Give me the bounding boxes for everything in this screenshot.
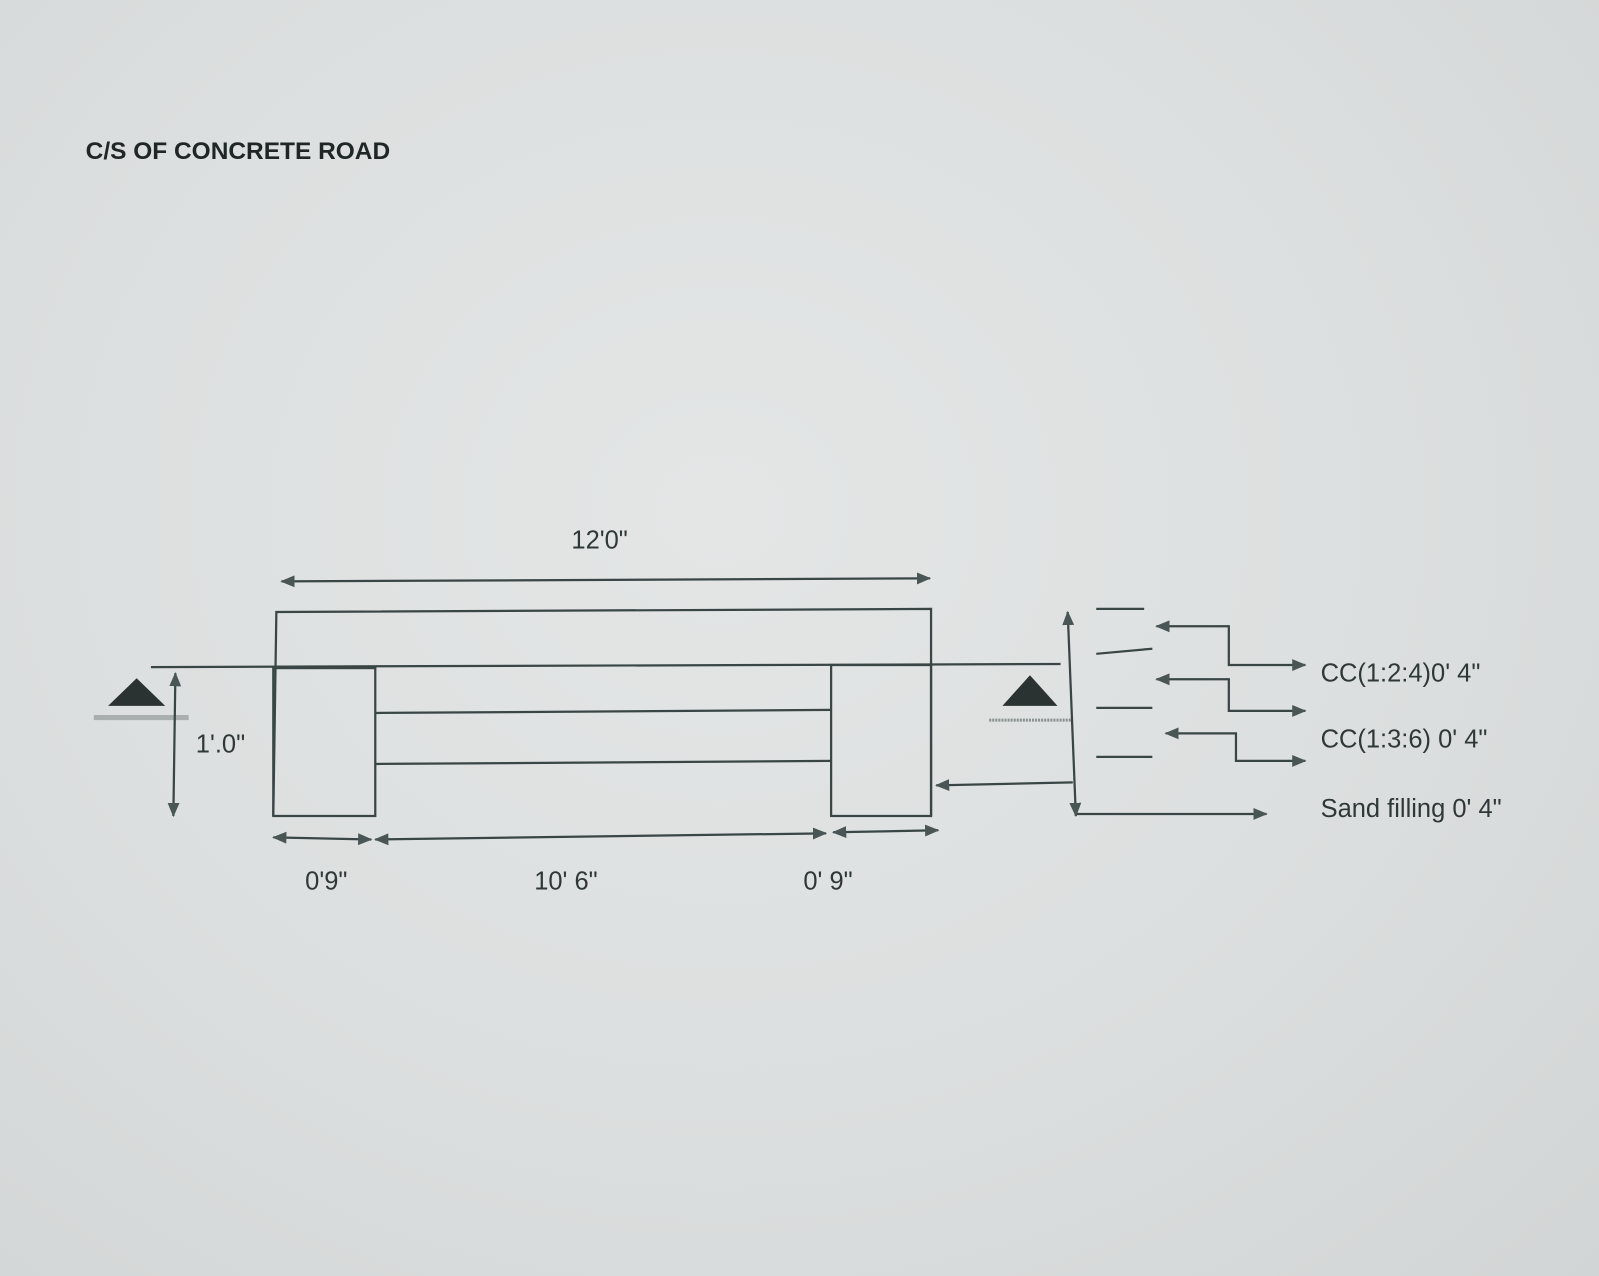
layer-line-1 [375, 708, 832, 715]
right-edge-label: 0' 9" [803, 867, 852, 895]
left-level-base [93, 715, 189, 721]
carriageway-dimension-arrow [374, 827, 828, 846]
layer-label-cc-136: CC(1:3:6) 0' 4" [1321, 726, 1488, 754]
depth-dimension-arrow [167, 671, 182, 818]
overall-width-dimension-arrow [280, 572, 932, 588]
carriageway-label: 10' 6" [534, 867, 598, 895]
left-edge-block [272, 666, 377, 818]
drawing-title: C/S OF CONCRETE ROAD [86, 138, 390, 165]
overall-width-label: 12'0" [571, 527, 627, 555]
layer-3-leader-arrow [1164, 727, 1307, 767]
layer-label-sand-filling: Sand filling 0' 4" [1321, 795, 1502, 823]
layer-2-leader-arrow [1155, 673, 1307, 717]
depth-label: 1'.0" [196, 731, 245, 759]
left-edge-label: 0'9" [305, 867, 347, 895]
right-edge-dimension-arrow [831, 824, 940, 839]
layer-label-cc-124: CC(1:2:4)0' 4" [1321, 659, 1481, 687]
section-tick-2 [1096, 647, 1153, 655]
layer-section-vertical-arrow [1062, 610, 1082, 818]
edge-pointer-arrow [934, 779, 1073, 792]
left-level-triangle-icon [108, 678, 166, 706]
right-edge-block [829, 663, 933, 818]
right-level-triangle-icon [1002, 675, 1058, 706]
layer-1-leader-arrow [1155, 620, 1307, 671]
left-edge-dimension-arrow [272, 831, 373, 846]
layer-line-2 [375, 759, 832, 766]
